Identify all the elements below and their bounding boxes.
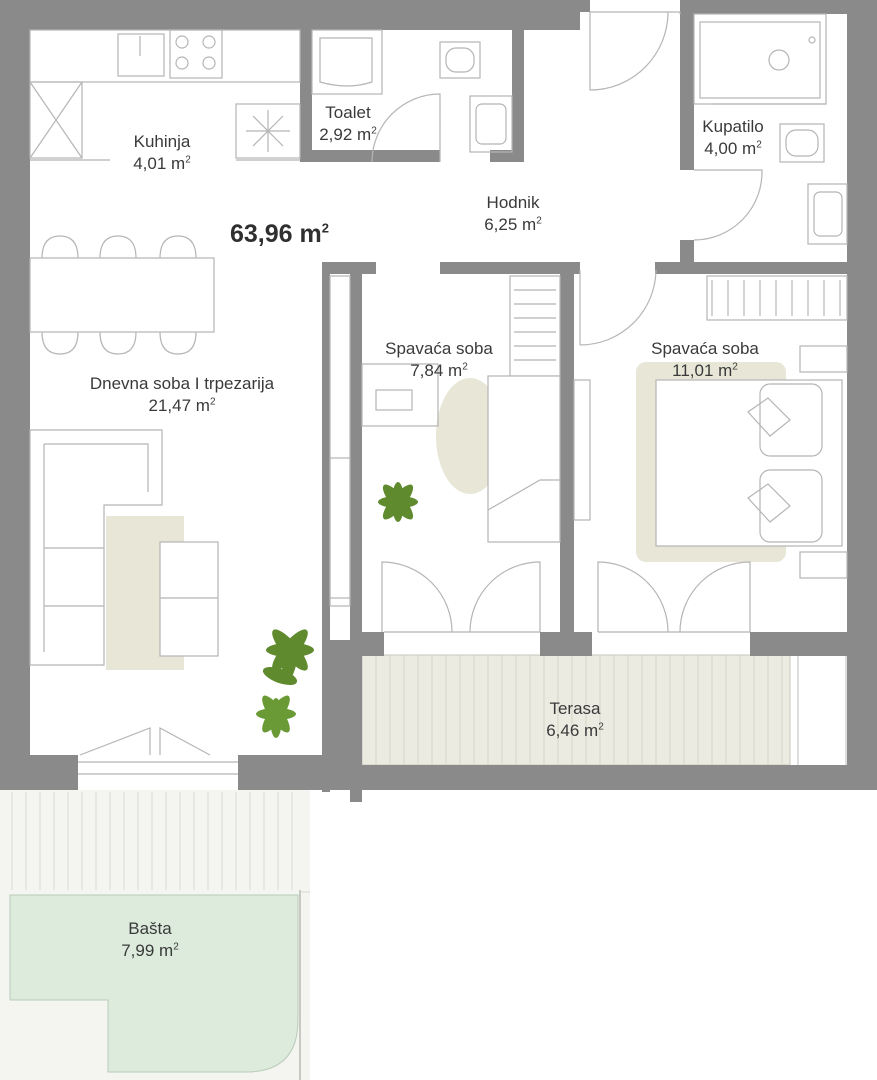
room-label-toalet: Toalet 2,92 m2 <box>319 102 377 146</box>
room-area: 21,47 m2 <box>148 396 216 415</box>
room-label-spavaca-2: Spavaća soba 11,01 m2 <box>651 338 759 382</box>
room-name: Dnevna soba I trpezarija <box>89 374 275 393</box>
garden-fence <box>11 792 310 893</box>
room-label-kuhinja: Kuhinja 4,01 m2 <box>133 131 191 175</box>
room-area: 2,92 m2 <box>319 125 377 144</box>
dining-set <box>29 235 215 355</box>
room-label-terasa: Terasa 6,46 m2 <box>546 698 604 742</box>
walls <box>0 0 877 802</box>
room-label-basta: Bašta 7,99 m2 <box>121 918 179 962</box>
toilet-fixtures <box>311 29 513 163</box>
entry-door <box>579 11 681 346</box>
room-label-spavaca-1: Spavaća soba 7,84 m2 <box>385 338 493 382</box>
bedroom1-furniture <box>361 275 561 633</box>
room-area: 7,84 m2 <box>410 361 468 380</box>
room-area: 6,25 m2 <box>484 215 542 234</box>
plant-bedroom <box>378 482 418 522</box>
garden-lawn <box>9 894 299 1073</box>
total-area: 63,96 m2 <box>230 220 329 248</box>
plant-living-top <box>262 629 314 686</box>
garden-door <box>78 726 238 775</box>
room-name: Kuhinja <box>133 132 191 151</box>
room-name: Kupatilo <box>702 117 764 136</box>
room-area: 11,01 m2 <box>672 361 738 380</box>
room-label-kupatilo: Kupatilo 4,00 m2 <box>702 116 763 160</box>
terrace-area <box>361 647 847 767</box>
room-name: Hodnik <box>486 193 540 212</box>
room-area: 7,99 m2 <box>121 941 179 960</box>
room-name: Spavaća soba <box>651 339 759 358</box>
plant-living-bottom <box>256 695 296 738</box>
room-name: Terasa <box>549 699 601 718</box>
room-label-hodnik: Hodnik 6,25 m2 <box>484 192 542 236</box>
bedroom2-furniture <box>573 275 848 633</box>
room-area: 6,46 m2 <box>546 721 604 740</box>
room-name: Toalet <box>325 103 371 122</box>
room-label-dnevna: Dnevna soba I trpezarija 21,47 m2 <box>90 373 274 417</box>
garden-area <box>0 790 310 1080</box>
kitchen-fixtures <box>29 29 301 161</box>
living-furniture <box>29 275 351 670</box>
bathroom-fixtures <box>693 13 848 245</box>
room-area: 4,01 m2 <box>133 154 191 173</box>
room-name: Spavaća soba <box>385 339 493 358</box>
room-area: 4,00 m2 <box>704 139 762 158</box>
terrace-planter <box>797 647 847 767</box>
room-name: Bašta <box>128 919 172 938</box>
